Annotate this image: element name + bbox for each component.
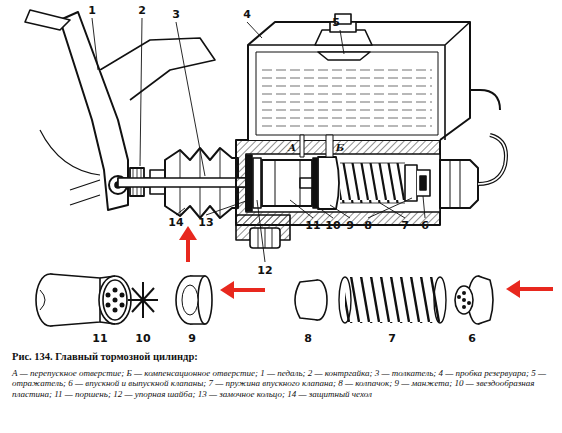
callout-number: 7: [388, 333, 396, 344]
callout-number: 11: [305, 220, 320, 231]
callout-number: 10: [135, 333, 150, 344]
callout-number: 8: [364, 220, 372, 231]
legend-text: А — перепускное отверстие; Б — компенсац…: [12, 368, 550, 399]
callout-number: 14: [168, 217, 183, 228]
callout-number: 1: [88, 5, 96, 16]
callout-number: 4: [243, 9, 251, 20]
hole-letter: Б: [336, 143, 345, 153]
callout-number: 9: [188, 333, 196, 344]
callout-number: 13: [198, 217, 213, 228]
hole-letter: А: [288, 143, 296, 153]
callout-number: 6: [421, 220, 429, 231]
callout-number: 3: [172, 9, 180, 20]
callout-number: 9: [346, 220, 354, 231]
callout-number: 2: [138, 5, 146, 16]
callout-number: 12: [257, 265, 272, 276]
callout-number: 8: [304, 333, 312, 344]
callout-number: 5: [332, 17, 340, 28]
callout-number: 7: [401, 220, 409, 231]
figure-caption: Рис. 134. Главный тормозной цилиндр:: [12, 352, 198, 363]
callout-number: 11: [92, 333, 107, 344]
callout-number: 10: [325, 220, 340, 231]
callout-number: 6: [468, 333, 476, 344]
